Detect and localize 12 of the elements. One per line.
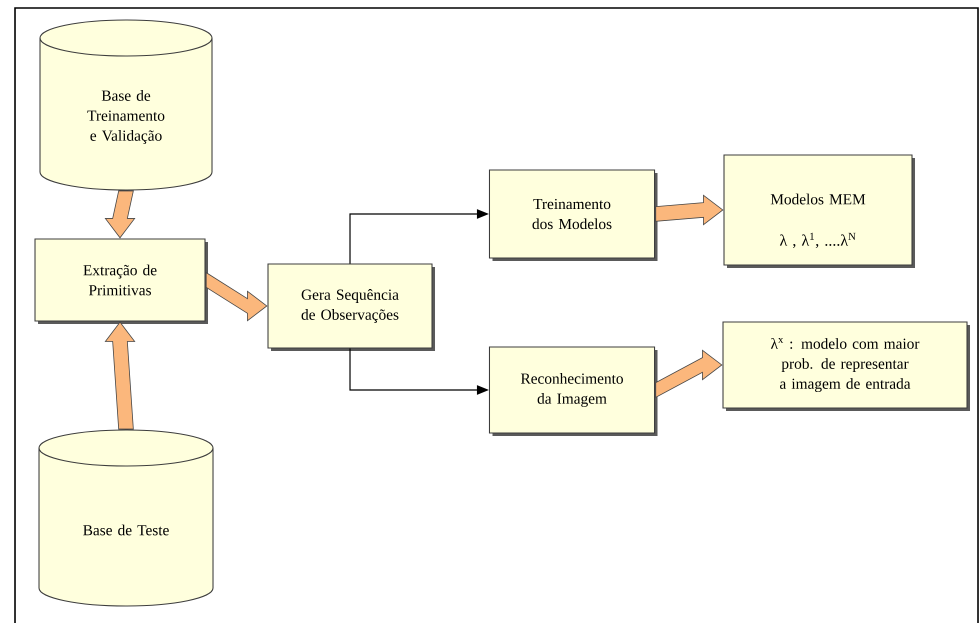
block-arrow: [104, 322, 136, 430]
database-cylinder: Base de Treinamento e Validação: [39, 19, 213, 191]
block-arrow: [104, 190, 136, 238]
database-cylinder: Base de Teste: [38, 429, 214, 607]
block-arrow: [655, 194, 724, 226]
process-box: Reconhecimento da Imagem: [488, 346, 658, 436]
process-box: Gera Sequência de Observações: [267, 263, 435, 351]
block-arrow: [655, 350, 722, 398]
process-box: Treinamento dos Modelos: [488, 169, 658, 261]
process-box: Modelos MEM λ , λ$^{1}$, ....λ$^{N}$: [723, 154, 915, 268]
process-box: λ$^{x}$ : modelo com maior prob. de representar a imagem de entrada: [722, 321, 970, 411]
process-box: Extração de Primitivas: [34, 238, 208, 324]
